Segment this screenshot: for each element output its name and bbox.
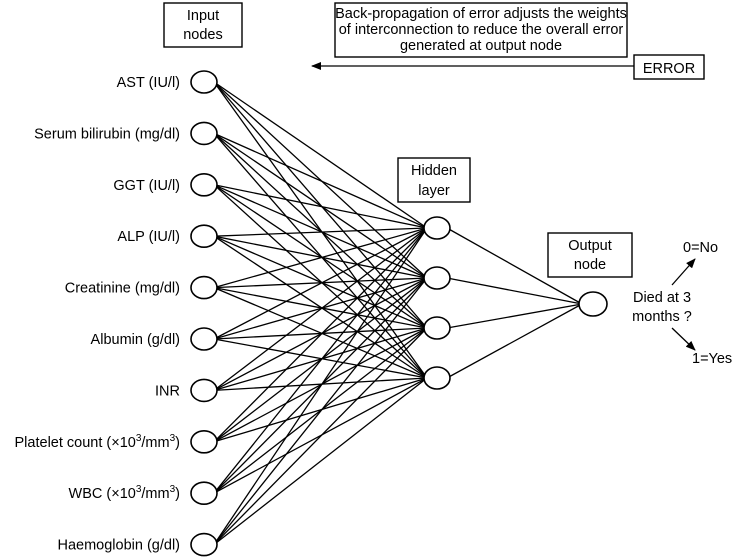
hidden-node-column (423, 216, 451, 390)
input-label-3: GGT (IU/l) (113, 178, 180, 194)
yes-arrow (671, 327, 696, 351)
edge-input-4-hidden-4 (213, 235, 428, 379)
edge-input-4-hidden-2 (213, 235, 428, 279)
input-title-line-2: nodes (183, 27, 223, 43)
edge-hidden-4-output (446, 303, 583, 379)
input-nodes-title: Input nodes (163, 2, 243, 48)
edge-input-5-hidden-3 (213, 286, 428, 329)
edge-hidden-2-output (446, 277, 583, 305)
output-node (578, 291, 608, 317)
input-node-3 (190, 173, 218, 197)
edge-input-5-hidden-4 (213, 287, 428, 379)
hidden-node-4 (423, 366, 451, 390)
backprop-line-1: Back-propagation of error adjusts the we… (335, 6, 627, 22)
input-node-2 (190, 121, 218, 146)
output-title-line-2: node (574, 257, 606, 273)
edge-input-8-hidden-1 (213, 227, 428, 443)
input-node-6 (190, 327, 218, 351)
input-label-9: WBC (×103/mm3) (69, 484, 180, 502)
edge-input-6-hidden-1 (213, 227, 428, 340)
input-node-1 (190, 70, 218, 94)
edge-input-2-hidden-1 (213, 132, 428, 229)
input-label-7: INR (155, 383, 180, 399)
edge-input-2-hidden-2 (213, 132, 428, 279)
input-node-9 (190, 481, 218, 506)
edge-input-4-hidden-3 (213, 235, 428, 329)
hidden-title-line-1: Hidden (411, 163, 457, 179)
input-title-line-1: Input (187, 8, 219, 24)
hidden-node-1 (423, 216, 451, 240)
input-node-8 (190, 429, 218, 454)
question-line-1: Died at 3 (633, 290, 691, 306)
edge-input-3-hidden-1 (213, 184, 428, 229)
hidden-title-line-2: layer (418, 183, 450, 199)
input-label-4: ALP (IU/l) (117, 229, 180, 245)
hidden-node-2 (423, 266, 451, 290)
input-labels: AST (IU/l) Serum bilirubin (mg/dl) GGT (IU… (15, 75, 180, 554)
edge-input-3-hidden-3 (213, 184, 428, 329)
edge-hidden-1-output (446, 227, 583, 305)
backprop-note: Back-propagation of error adjusts the we… (334, 2, 628, 58)
error-feedback: ERROR (311, 54, 705, 80)
output-node-column (578, 291, 608, 317)
backprop-line-3: generated at output node (400, 38, 562, 54)
input-label-1: AST (IU/l) (117, 75, 180, 91)
input-node-5 (190, 275, 218, 300)
edge-input-10-hidden-1 (213, 227, 428, 545)
input-label-5: Creatinine (mg/dl) (65, 281, 180, 297)
edge-input-6-hidden-4 (213, 338, 428, 379)
input-node-column (190, 70, 218, 557)
connection-lines (213, 81, 583, 546)
edge-input-1-hidden-1 (213, 81, 428, 229)
question-line-2: months ? (632, 309, 692, 325)
input-label-8: Platelet count (×103/mm3) (15, 433, 180, 451)
input-node-10 (190, 532, 218, 557)
input-node-4 (190, 224, 218, 248)
edge-input-7-hidden-1 (213, 227, 428, 391)
output-node-title: Output node (547, 232, 633, 278)
no-arrow (671, 258, 696, 286)
input-label-2: Serum bilirubin (mg/dl) (34, 126, 180, 142)
edge-input-4-hidden-1 (213, 227, 428, 237)
input-label-6: Albumin (g/dl) (91, 332, 180, 348)
edge-input-3-hidden-2 (213, 184, 428, 279)
edge-hidden-3-output (446, 303, 583, 329)
outcome-no: 0=No (683, 240, 718, 256)
hidden-layer-title: Hidden layer (397, 157, 471, 203)
backprop-line-2: of interconnection to reduce the overall… (339, 22, 624, 38)
edge-input-10-hidden-4 (213, 377, 428, 546)
output-decision: Died at 3 months ? 0=No 1=Yes (632, 240, 732, 367)
output-title-line-1: Output (568, 238, 612, 254)
edge-input-9-hidden-1 (213, 227, 428, 494)
error-label: ERROR (643, 61, 695, 77)
outcome-yes: 1=Yes (692, 351, 732, 367)
input-label-10: Haemoglobin (g/dl) (57, 538, 180, 554)
input-node-7 (190, 378, 218, 403)
hidden-node-3 (423, 316, 451, 340)
edge-input-5-hidden-1 (213, 227, 428, 289)
edge-input-10-hidden-2 (213, 277, 428, 546)
edge-input-10-hidden-3 (213, 327, 428, 546)
